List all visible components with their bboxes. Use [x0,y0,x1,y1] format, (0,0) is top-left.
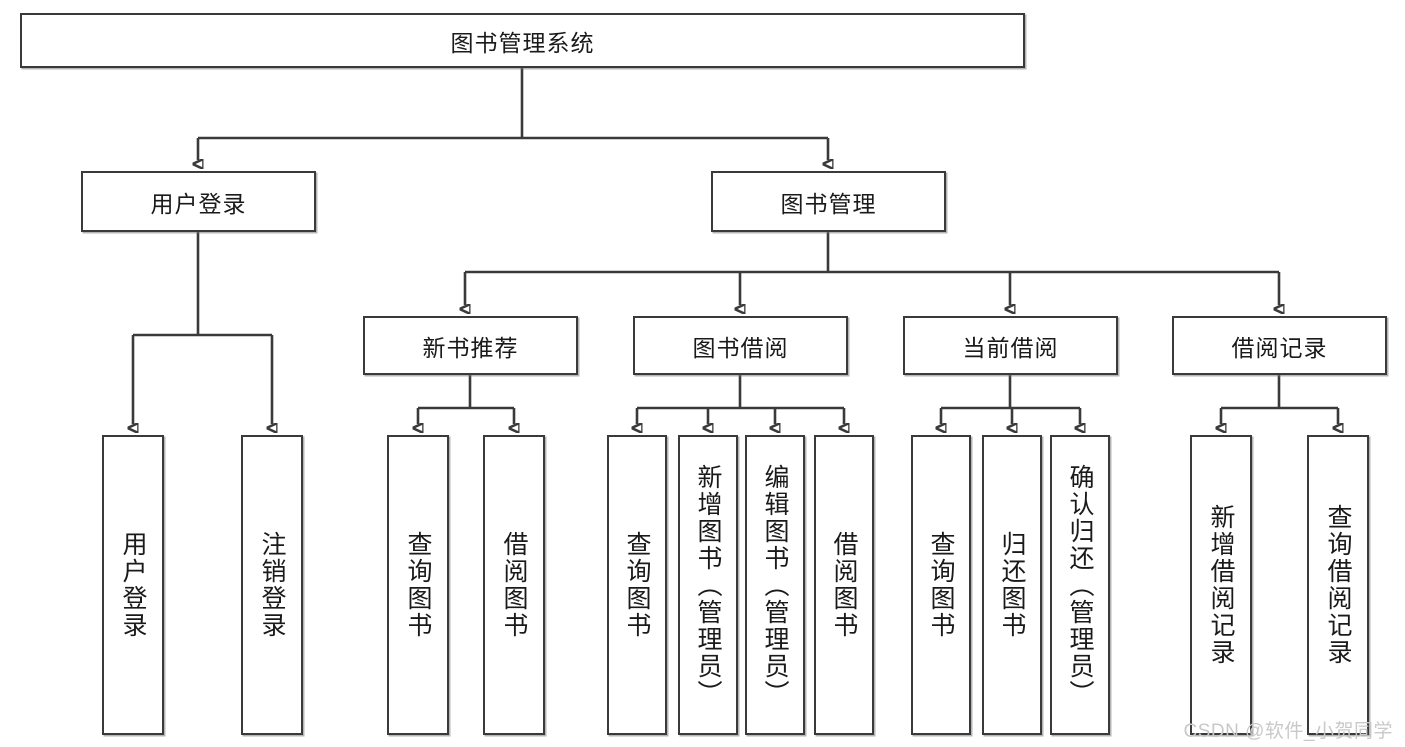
node-leaf-query-book-current-label: 查询图书 [927,531,955,639]
node-leaf-query-record-label: 查询借阅记录 [1324,504,1352,666]
node-leaf-query-record[interactable]: 查询借阅记录 [1307,435,1369,735]
node-root[interactable]: 图书管理系统 [20,13,1025,68]
node-book-borrow-label: 图书借阅 [692,334,789,361]
node-new-book-rec-label: 新书推荐 [422,334,519,361]
node-leaf-query-book-rec-label: 查询图书 [404,531,432,639]
node-leaf-borrow-book-label: 借阅图书 [830,531,858,639]
node-book-borrow[interactable]: 图书借阅 [633,316,848,375]
connector-book-borrow-to-leaves [637,375,844,424]
node-leaf-edit-book[interactable]: 编辑图书（管理员） [745,435,805,735]
node-leaf-add-record[interactable]: 新增借阅记录 [1190,435,1252,735]
node-user-login-label: 用户登录 [150,190,247,217]
watermark: CSDN @软件_小贺同学 [1183,721,1393,742]
node-root-label: 图书管理系统 [450,29,595,56]
connector-current-borrow-to-leaves [941,375,1080,424]
node-leaf-add-book[interactable]: 新增图书（管理员） [678,435,738,735]
node-leaf-edit-book-label: 编辑图书（管理员） [761,463,789,707]
node-current-borrow-label: 当前借阅 [962,334,1059,361]
node-leaf-user-login[interactable]: 用户登录 [102,435,164,735]
connector-new-book-rec-to-leaves [418,375,514,424]
node-leaf-confirm-return-label: 确认归还（管理员） [1066,463,1094,707]
node-leaf-confirm-return[interactable]: 确认归还（管理员） [1050,435,1110,735]
node-leaf-query-book-rec[interactable]: 查询图书 [387,435,449,735]
node-leaf-borrow-book-rec[interactable]: 借阅图书 [483,435,545,735]
connector-borrow-record-to-leaves [1221,375,1338,424]
node-leaf-user-logout[interactable]: 注销登录 [241,435,303,735]
node-borrow-record-label: 借阅记录 [1231,334,1328,361]
node-leaf-return-book-label: 归还图书 [998,531,1026,639]
node-leaf-return-book[interactable]: 归还图书 [982,435,1042,735]
node-leaf-query-book-borrow[interactable]: 查询图书 [607,435,667,735]
node-leaf-query-book-current[interactable]: 查询图书 [911,435,971,735]
node-leaf-add-record-label: 新增借阅记录 [1207,504,1235,666]
node-leaf-user-login-label: 用户登录 [119,531,147,639]
node-leaf-add-book-label: 新增图书（管理员） [694,463,722,707]
node-user-login[interactable]: 用户登录 [81,171,316,232]
node-book-manage-label: 图书管理 [780,190,877,217]
node-leaf-borrow-book[interactable]: 借阅图书 [814,435,874,735]
connector-root-to-level2 [198,68,828,160]
node-borrow-record[interactable]: 借阅记录 [1172,316,1387,375]
node-new-book-rec[interactable]: 新书推荐 [363,316,578,375]
node-leaf-borrow-book-rec-label: 借阅图书 [500,531,528,639]
node-leaf-query-book-borrow-label: 查询图书 [623,531,651,639]
node-current-borrow[interactable]: 当前借阅 [903,316,1118,375]
node-book-manage[interactable]: 图书管理 [711,171,946,232]
node-leaf-user-logout-label: 注销登录 [258,531,286,639]
connector-user-login-to-leaves [133,232,272,424]
connector-book-manage-to-level3 [465,232,1279,305]
